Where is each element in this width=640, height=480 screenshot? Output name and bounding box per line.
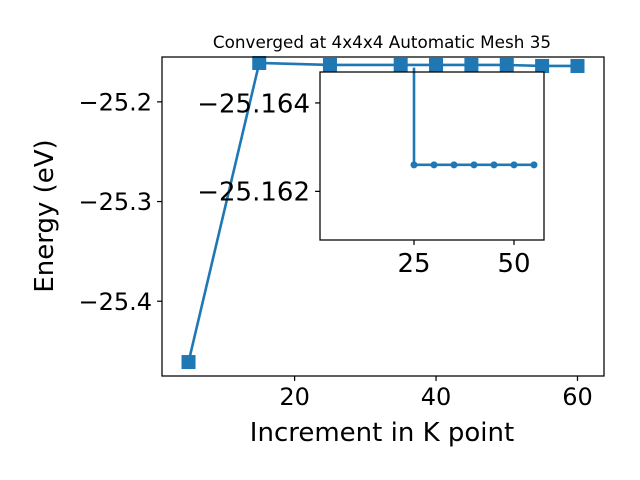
- inset-y-tick-label: −25.164: [197, 89, 310, 119]
- main-data-point: [252, 55, 267, 70]
- main-x-tick-label: 60: [562, 383, 593, 411]
- inset-x-tick-label: 50: [497, 249, 530, 279]
- main-data-point: [322, 57, 337, 72]
- inset-y-tick-label: −25.162: [197, 178, 310, 208]
- main-data-point: [429, 57, 444, 72]
- main-data-point: [464, 57, 479, 72]
- inset-axes-frame: [319, 71, 545, 241]
- inset-data-point: [430, 161, 438, 169]
- inset-plot-area: [320, 72, 544, 240]
- inset-data-point: [510, 161, 518, 169]
- main-data-point: [393, 57, 408, 72]
- inset-data-point: [450, 161, 458, 169]
- main-data-point: [570, 58, 585, 73]
- main-data-point: [535, 58, 550, 73]
- y-axis-label: Energy (eV): [30, 139, 60, 292]
- inset-data-point: [410, 161, 418, 169]
- x-axis-label: Increment in K point: [250, 418, 514, 448]
- main-data-point: [181, 355, 196, 370]
- main-axes-frame: [161, 56, 605, 377]
- inset-data-point: [530, 161, 538, 169]
- main-y-tick-label: −25.3: [78, 188, 152, 216]
- inset-x-tick-label: 25: [397, 249, 430, 279]
- main-y-tick-label: −25.4: [78, 288, 152, 316]
- chart-title: Converged at 4x4x4 Automatic Mesh 35: [213, 32, 551, 52]
- main-x-tick-label: 40: [421, 383, 452, 411]
- inset-plot: 25 50 −25.164 −25.162: [197, 67, 545, 279]
- main-y-tick-label: −25.2: [78, 88, 152, 116]
- inset-data-point: [490, 161, 498, 169]
- main-x-tick-label: 20: [279, 383, 310, 411]
- inset-data-point: [470, 161, 478, 169]
- main-data-point: [499, 57, 514, 72]
